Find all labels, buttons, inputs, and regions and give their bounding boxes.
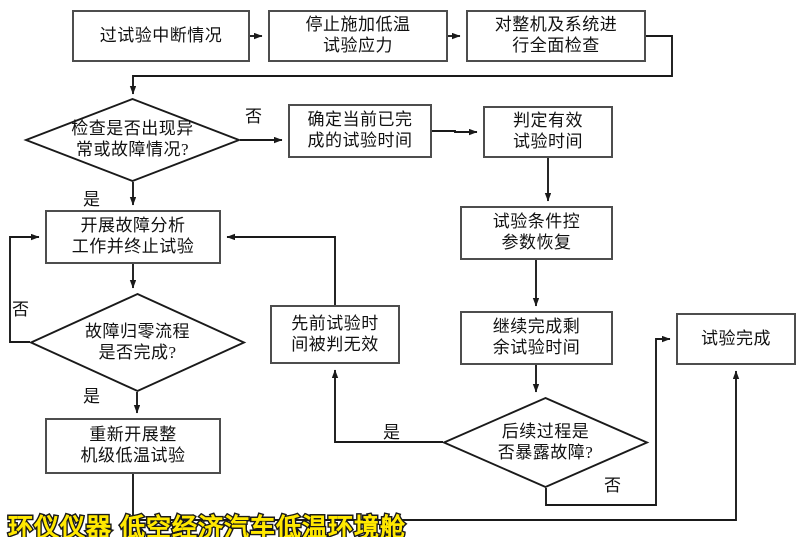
node-label: 继续完成剩 余试验时间 — [492, 317, 581, 357]
node-process-stop-low-temp-stress[interactable]: 停止施加低温 试验应力 — [268, 10, 448, 62]
node-label: 对整机及系统进 行全面检查 — [494, 15, 618, 55]
diamond-shape — [23, 97, 242, 183]
watermark-text-outline: 环仪仪器 低空经济汽车低温环境舱 — [7, 513, 407, 537]
node-process-judge-valid-time[interactable]: 判定有效 试验时间 — [483, 106, 613, 158]
edge-n4-n5 — [432, 128, 478, 136]
node-decision-fault-closure-complete[interactable]: 故障归零流程 是否完成? — [28, 292, 247, 393]
node-label: 故障归零流程 是否完成? — [85, 321, 190, 362]
node-decision-abnormal-or-fault[interactable]: 检查是否出现异 常或故障情况? — [23, 97, 242, 183]
node-label: 停止施加低温 试验应力 — [305, 15, 411, 55]
edge-label-no-2: 否 — [12, 300, 29, 319]
node-label: 重新开展整 机级低温试验 — [80, 425, 186, 465]
node-process-full-inspection[interactable]: 对整机及系统进 行全面检查 — [466, 10, 646, 62]
node-process-restart-low-temp-test[interactable]: 重新开展整 机级低温试验 — [45, 418, 221, 474]
node-process-previous-time-invalid[interactable]: 先前试验时 间被判无效 — [270, 305, 400, 364]
edge-label-yes-3: 是 — [383, 423, 400, 442]
edge-d2-n6 — [9, 233, 40, 343]
edge-n8-n6 — [226, 233, 336, 305]
node-process-restore-test-conditions[interactable]: 试验条件控 参数恢复 — [460, 206, 613, 260]
edge-label-no-3: 否 — [604, 476, 621, 495]
diamond-shape — [441, 396, 650, 489]
node-decision-subsequent-fault-exposed[interactable]: 后续过程是 否暴露故障? — [441, 396, 650, 489]
edge-n11-n10 — [132, 370, 740, 521]
watermark-text: 环仪仪器 低空经济汽车低温环境舱 — [8, 514, 406, 537]
node-label: 试验完成 — [701, 328, 771, 348]
edge-label-yes-1: 是 — [83, 190, 100, 209]
node-process-continue-remaining-time[interactable]: 继续完成剩 余试验时间 — [460, 311, 613, 365]
node-process-test-complete[interactable]: 试验完成 — [676, 313, 796, 365]
node-label: 检查是否出现异 常或故障情况? — [71, 119, 194, 159]
node-label: 后续过程是 否暴露故障? — [497, 421, 594, 462]
node-process-test-interruption[interactable]: 过试验中断情况 — [72, 10, 250, 62]
node-label: 判定有效 试验时间 — [513, 111, 583, 151]
edge-n3-d1 — [129, 35, 673, 95]
diamond-shape — [28, 292, 247, 393]
node-label: 开展故障分析 工作并终止试验 — [71, 216, 195, 256]
node-label: 先前试验时 间被判无效 — [291, 313, 379, 354]
edge-label-yes-2: 是 — [83, 387, 100, 406]
node-process-determine-completed-time[interactable]: 确定当前已完 成的试验时间 — [288, 104, 432, 158]
edge-d3-n10 — [545, 335, 671, 506]
edge-d3-n8 — [331, 369, 443, 443]
node-label: 确定当前已完 成的试验时间 — [307, 110, 413, 150]
edge-label-no-1: 否 — [245, 107, 262, 126]
node-label: 试验条件控 参数恢复 — [492, 212, 581, 252]
node-process-fault-analysis-stop-test[interactable]: 开展故障分析 工作并终止试验 — [45, 210, 221, 264]
node-label: 过试验中断情况 — [99, 25, 223, 45]
